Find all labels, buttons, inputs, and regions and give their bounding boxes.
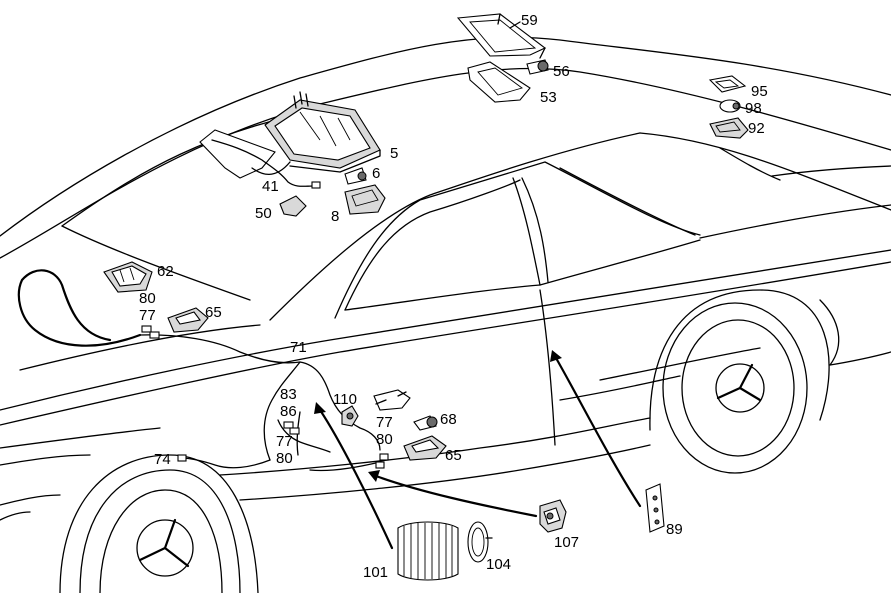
callout-101: 101 [363, 564, 388, 581]
part-71-wiring-harness [17, 269, 381, 472]
part-77-door-switch [373, 389, 411, 411]
callout-62: 62 [157, 263, 174, 280]
callout-41: 41 [262, 178, 279, 195]
callout-83: 83 [280, 386, 297, 403]
part-110-contact [341, 405, 359, 427]
part-53-lamp-lens [467, 61, 531, 103]
callout-65-lower: 65 [445, 447, 462, 464]
callout-110: 110 [333, 391, 357, 408]
callout-107: 107 [554, 534, 579, 551]
callout-92: 92 [748, 120, 765, 137]
part-68-bulb [413, 415, 438, 431]
part-8-lens [344, 184, 386, 215]
callout-77-lower: 77 [276, 433, 293, 450]
callout-89: 89 [666, 521, 683, 538]
part-89-contact-plate [645, 483, 665, 533]
front-wheel [59, 454, 259, 593]
part-62-lamp-housing [103, 261, 153, 293]
callout-6: 6 [372, 165, 380, 182]
part-101-cable-bellows [397, 521, 459, 581]
callout-53: 53 [540, 89, 557, 106]
part-107-bracket [539, 499, 567, 533]
callout-50: 50 [255, 205, 272, 222]
part-98-bulb [719, 99, 741, 113]
part-104-grommet [467, 521, 493, 563]
callout-5: 5 [390, 145, 398, 162]
connectors-80-lower [375, 453, 389, 469]
callout-77-middle: 77 [376, 414, 393, 431]
callout-56: 56 [553, 63, 570, 80]
part-95-lens-frame [708, 75, 747, 93]
callout-80-lower: 80 [276, 450, 293, 467]
part-56-bulb [526, 59, 549, 75]
part-65-door-lamp-lower [403, 435, 447, 461]
callout-68: 68 [440, 411, 457, 428]
connectors-83-86-77-80 [283, 421, 300, 435]
part-41-wiring [199, 129, 321, 189]
part-50-switch [279, 195, 307, 217]
connectors-77-80-upper [141, 325, 160, 339]
callout-59: 59 [521, 12, 538, 29]
callout-80-middle: 80 [376, 431, 393, 448]
callout-65-upper: 65 [205, 304, 222, 321]
part-92-lamp [709, 117, 749, 139]
arrow-101-to-door [314, 402, 394, 550]
part-65-door-lamp-upper [167, 307, 209, 333]
callout-86: 86 [280, 403, 297, 420]
part-6-bulb [344, 167, 367, 185]
callout-74: 74 [154, 451, 171, 468]
callout-95: 95 [751, 83, 768, 100]
callout-104: 104 [486, 556, 511, 573]
part-59-lamp-housing [456, 13, 547, 59]
callout-80-upper: 80 [139, 290, 156, 307]
callout-98: 98 [745, 100, 762, 117]
part-5-front-light-unit [264, 91, 381, 173]
connector-74 [177, 454, 187, 462]
callout-labels: 59 56 53 95 98 92 5 6 41 50 8 62 80 65 7… [139, 12, 768, 581]
callout-77-upper: 77 [139, 307, 156, 324]
rear-wheel [649, 289, 830, 474]
arrow-89-to-pillar [550, 350, 642, 508]
callout-8: 8 [331, 208, 339, 225]
car-body-outline [0, 36, 891, 521]
callout-71: 71 [290, 339, 307, 356]
arrow-107-to-door [368, 470, 538, 518]
